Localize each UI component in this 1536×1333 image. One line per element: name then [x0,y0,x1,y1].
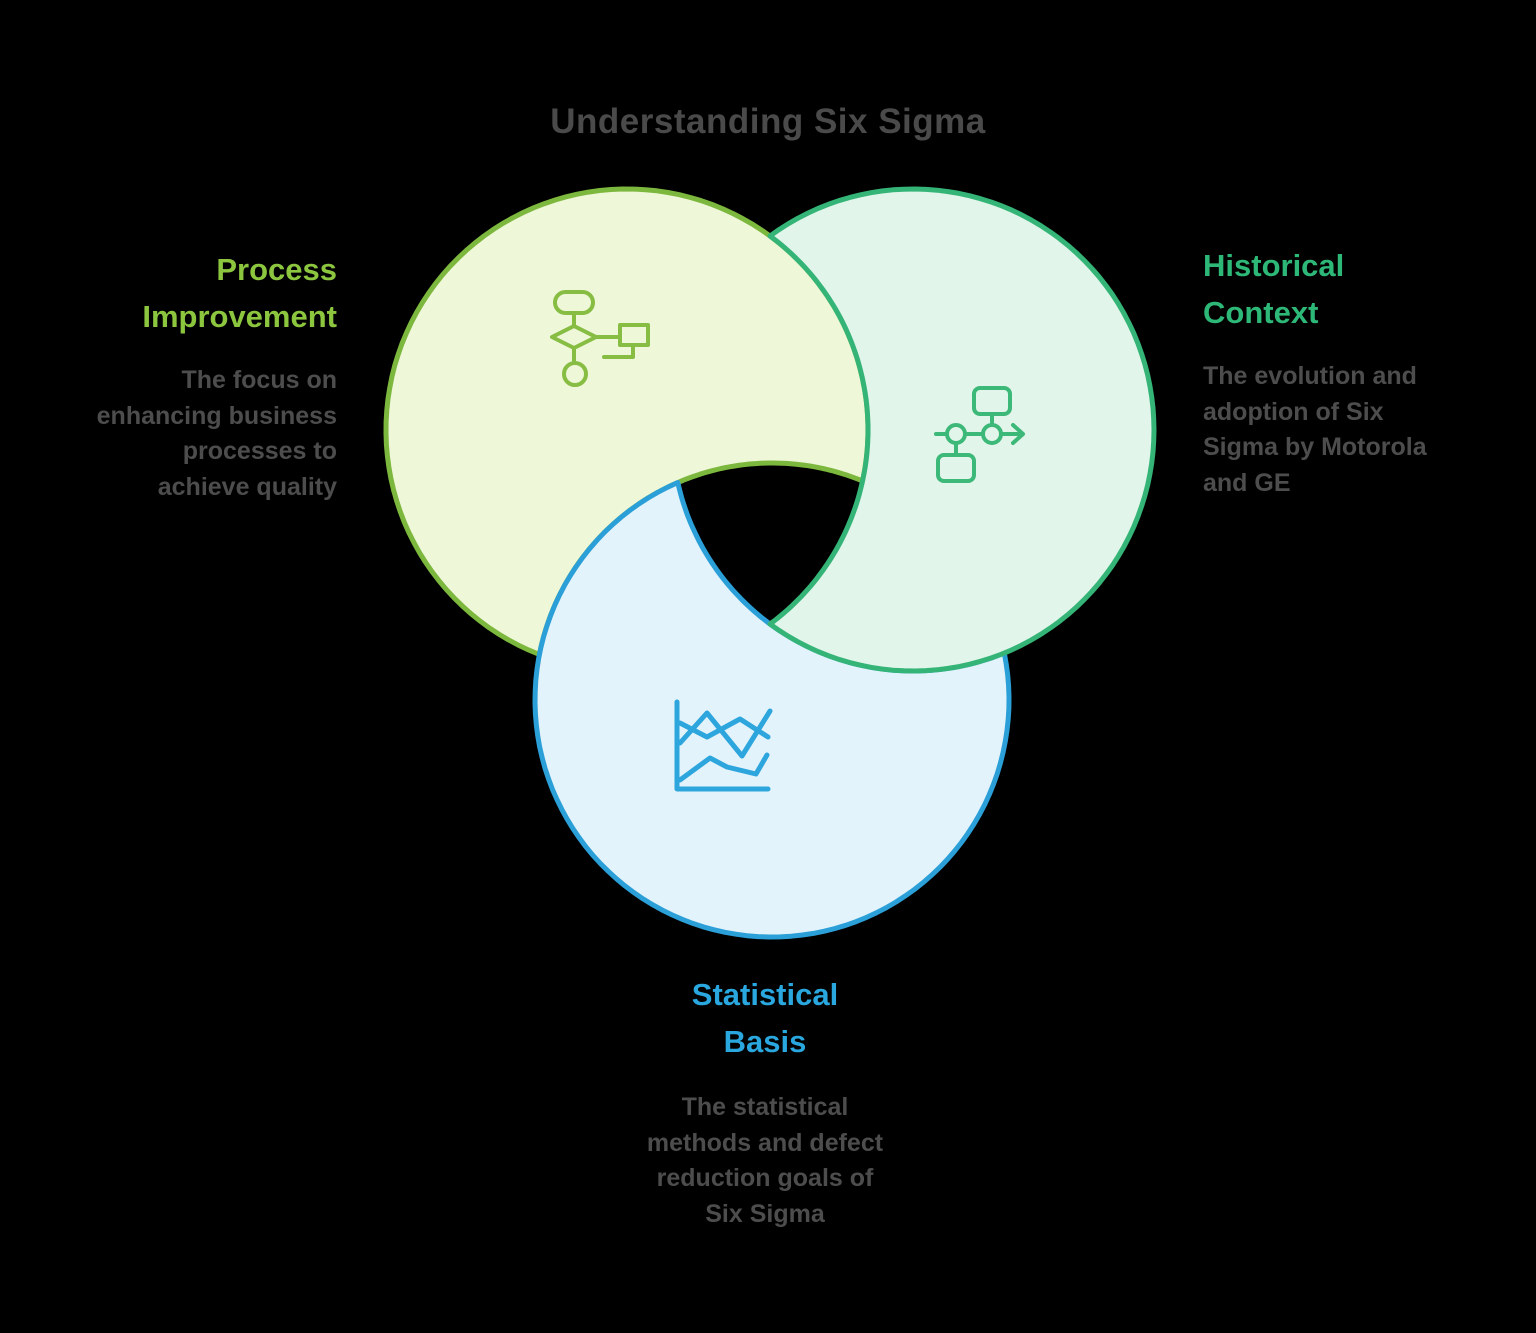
timeline-arrowhead [1011,423,1025,445]
heading-line: Process [216,252,337,287]
timeline-node [981,423,1003,445]
heading-line: Context [1203,295,1319,330]
historical-context-label: Historical Context The evolution and ado… [1203,242,1536,501]
process-improvement-description: The focus on enhancing business processe… [0,363,337,505]
body-line: reduction goals of [656,1164,874,1192]
body-line: Sigma by Motorola [1203,433,1427,461]
historical-context-heading: Historical Context [1203,242,1536,336]
heading-line: Improvement [142,299,337,334]
chart-axes [674,699,771,792]
statistical-basis-label: Statistical Basis The statistical method… [565,971,965,1232]
heading-line: Historical [1203,248,1345,283]
body-line: processes to [182,437,337,465]
statistical-basis-description: The statistical methods and defect reduc… [565,1090,965,1232]
body-line: enhancing business [96,401,337,430]
page-title: Understanding Six Sigma [550,102,986,141]
heading-line: Basis [723,1024,807,1059]
body-line: methods and defect [646,1128,884,1157]
body-line: The focus on [181,366,337,394]
body-line: adoption of Six [1203,397,1384,426]
historical-context-description: The evolution and adoption of Six Sigma … [1203,359,1536,501]
flowchart-icon [550,290,650,387]
statistical-basis-heading: Statistical Basis [565,971,965,1065]
body-line: achieve quality [157,472,337,501]
timeline-node [945,423,967,445]
process-improvement-heading: Process Improvement [0,246,337,340]
body-line: and GE [1203,468,1291,497]
process-improvement-label: Process Improvement The focus on enhanci… [0,246,337,505]
flowchart-end-node [562,361,588,387]
line-chart-icon [674,699,773,792]
body-line: Six Sigma [705,1199,825,1228]
body-line: The statistical [681,1093,849,1121]
heading-line: Statistical [691,977,839,1012]
timeline-icon [934,386,1025,483]
chart-series-line [677,752,770,783]
flowchart-connector [602,343,635,359]
venn-circles-layer [383,186,1157,940]
chart-series-line [677,716,771,740]
timeline-event-box [972,386,1012,416]
timeline-event-box [936,453,976,483]
body-line: The evolution and [1203,362,1417,390]
